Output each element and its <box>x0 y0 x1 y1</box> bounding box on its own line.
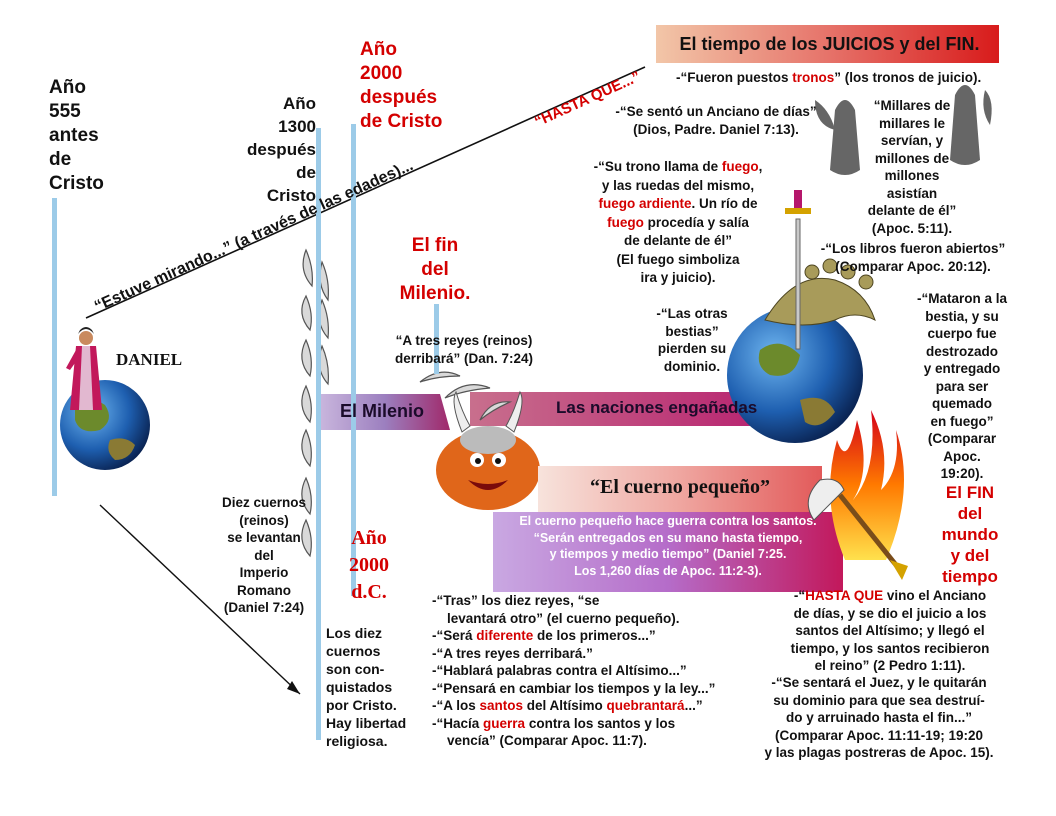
fin-mundo-label: El FIN del mundo y del tiempo <box>941 483 999 586</box>
conquistados-text: Los diez cuernos son con- quistados por … <box>326 625 407 749</box>
sword-lower <box>807 478 908 580</box>
year-1300-label: Año 1300 después de Cristo <box>247 94 316 205</box>
sword-upper <box>785 190 811 350</box>
trono-fuego-text: -“Su trono llama de fuego, y las ruedas … <box>593 159 763 285</box>
anciano-text: -“Se sentó un Anciano de días” (Dios, Pa… <box>615 104 817 137</box>
ano-2000-dc-label: Año 2000 d.C. <box>349 527 389 603</box>
tras-item: -“Pensará en cambiar los tiempos y la le… <box>432 680 716 696</box>
ten-horns <box>301 248 329 558</box>
judgment-globe <box>727 307 863 443</box>
tras-item: -“Tras” los diez reyes, “se levantará ot… <box>432 593 680 626</box>
timeline-bar-555 <box>52 198 57 496</box>
tras-list: -“Tras” los diez reyes, “se levantará ot… <box>432 592 772 750</box>
header-title: El tiempo de los JUICIOS y del FIN. <box>679 34 980 54</box>
cuerno-pequeno-title: “El cuerno pequeño” <box>589 476 771 498</box>
libros-text: -“Los libros fueron abiertos” (Comparar … <box>820 241 1006 274</box>
tras-item: -“A los santos del Altísimo quebrantará.… <box>432 698 703 713</box>
hasta-que-highlight: HASTA QUE <box>805 588 884 603</box>
year-2000-label: Año 2000 después de Cristo <box>360 39 443 132</box>
cuerno-desc-band <box>493 512 843 592</box>
fin-milenio-label: El fin del Milenio. <box>399 235 471 304</box>
tronos-highlight: tronos <box>792 70 835 85</box>
little-horn-cartoon <box>436 390 540 510</box>
diez-cuernos-text: Diez cuernos (reinos) se levantan del Im… <box>221 495 307 615</box>
hasta-que-block: -“HASTA QUE vino el Anciano de días, y s… <box>790 588 990 673</box>
tras-item: -“Hablará palabras contra el Altísimo...… <box>432 663 687 678</box>
otras-bestias-text: -“Las otras bestias” pierden su dominio. <box>656 306 728 374</box>
broken-horns <box>419 371 513 421</box>
tres-reyes-text: “A tres reyes (reinos) derribará” (Dan. … <box>394 333 534 366</box>
timeline-bar-milenio <box>434 304 439 374</box>
cuerno-desc-text: El cuerno pequeño hace guerra contra los… <box>519 514 817 578</box>
year-555-label: Año 555 antes de Cristo <box>49 77 104 194</box>
daniel-figure <box>66 327 102 410</box>
tronos-text: -“Fueron puestos tronos” (los tronos de … <box>676 70 982 85</box>
tras-item: -“Será diferente de los primeros...” <box>432 628 656 643</box>
el-milenio-label: El Milenio <box>340 401 425 421</box>
mataron-text: -“Mataron a la bestia, y su cuerpo fue d… <box>916 291 1008 481</box>
timeline-bar-2000 <box>351 124 356 596</box>
tras-item: -“A tres reyes derribará.” <box>432 645 593 661</box>
millares-text: “Millares de millares le servían, y mill… <box>867 98 957 236</box>
juez-text: -“Se sentará el Juez, y le quitarán su d… <box>764 675 994 760</box>
lower-arrow-line <box>99 504 301 695</box>
naciones-label: Las naciones engañadas <box>556 398 758 417</box>
lower-arrow-head <box>287 681 300 694</box>
tras-item: -“Hacía guerra contra los santos y los v… <box>432 715 676 749</box>
beast-figure <box>764 258 876 326</box>
angel-figures <box>815 85 992 175</box>
timeline-bar-1300 <box>316 128 321 740</box>
timeline-diagonal-line <box>85 66 646 319</box>
fire-flames <box>830 410 904 560</box>
cuerno-band <box>538 466 822 512</box>
daniel-label: DANIEL <box>116 350 183 369</box>
header-band <box>656 25 999 63</box>
